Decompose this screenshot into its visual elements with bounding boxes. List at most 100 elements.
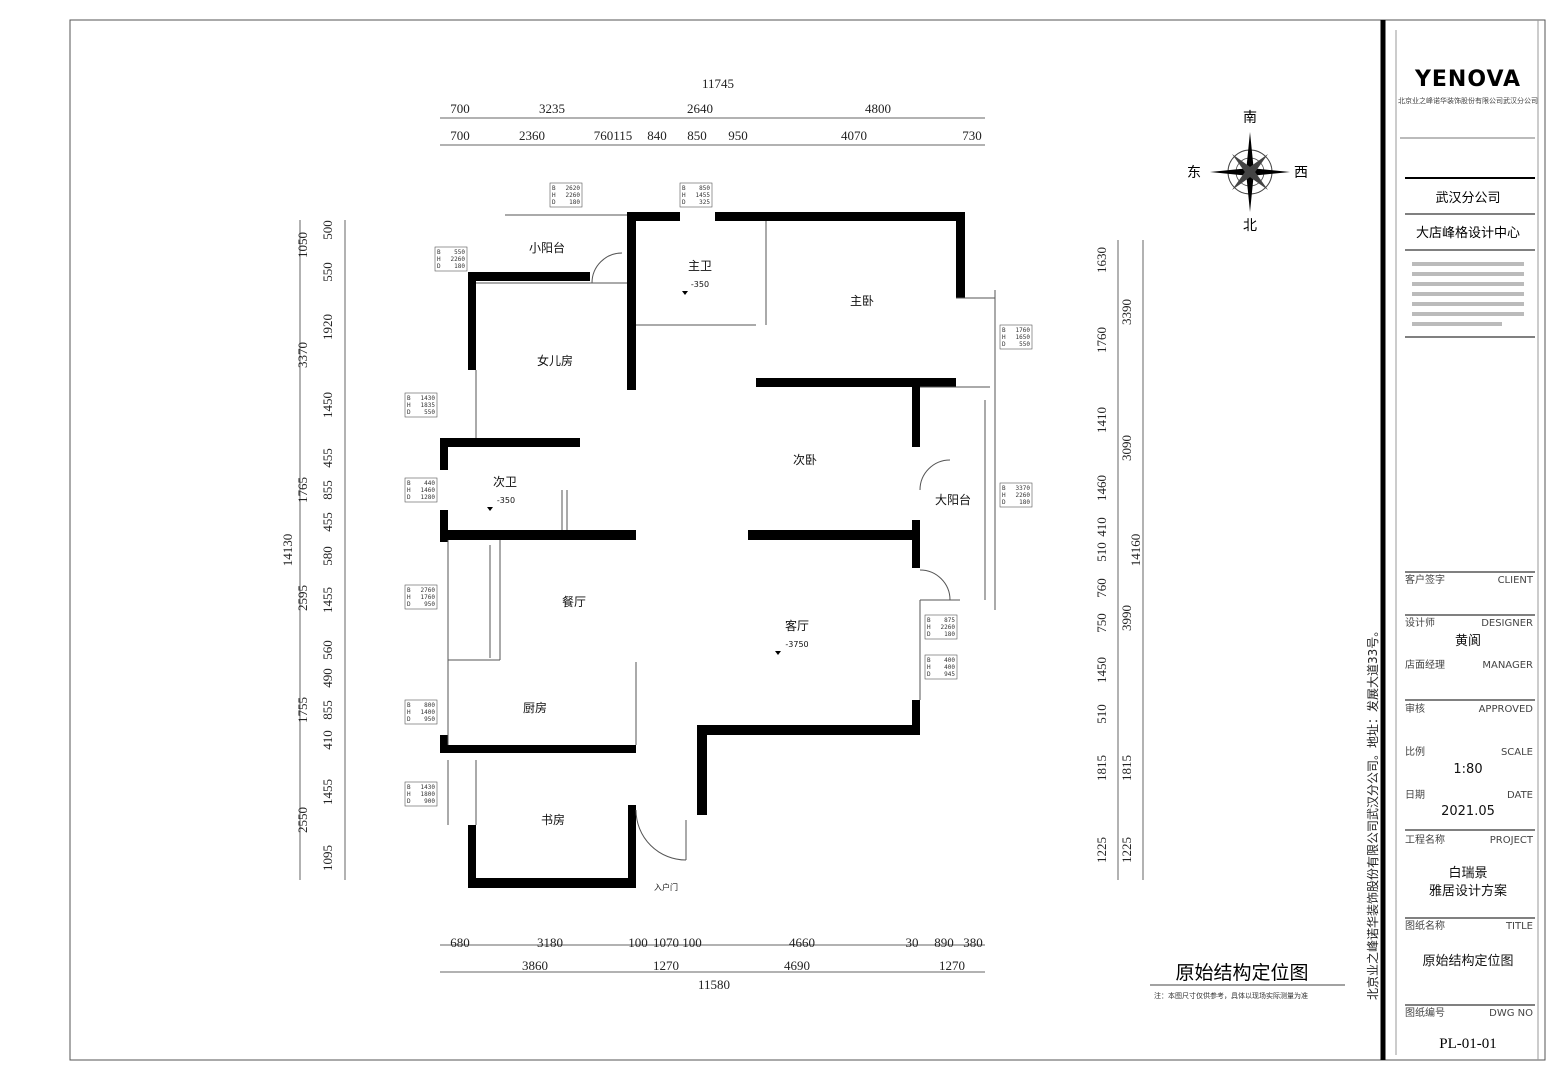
dim-right-total: 14160 [1128,534,1143,567]
svg-text:1460: 1460 [421,487,436,494]
room-living: 客厅 [785,618,809,633]
walls [440,212,965,888]
room-second-bedroom: 次卧 [793,453,817,467]
svg-text:400: 400 [944,664,955,671]
svg-text:2360: 2360 [519,128,545,143]
sheet-title: 原始结构定位图 [1422,954,1513,969]
svg-text:CLIENT: CLIENT [1498,575,1534,586]
svg-text:D: D [1002,499,1006,506]
svg-text:1755: 1755 [295,697,310,723]
svg-text:490: 490 [320,668,335,688]
design-center: 大店峰格设计中心 [1416,225,1520,241]
svg-text:3090: 3090 [1119,435,1134,461]
svg-text:1760: 1760 [1016,327,1031,334]
svg-text:B: B [1002,327,1006,334]
svg-text:1095: 1095 [320,845,335,871]
dims-bottom-row2: 3860 1270 4690 1270 [522,958,965,973]
compass-south: 南 [1243,110,1257,126]
svg-text:H: H [682,192,686,199]
svg-text:设计师: 设计师 [1405,616,1435,629]
svg-text:1460: 1460 [1094,475,1109,501]
svg-text:400: 400 [944,657,955,664]
svg-text:B: B [407,395,411,402]
dimension-lines [299,117,1144,973]
svg-text:180: 180 [454,263,465,270]
svg-text:审核: 审核 [1405,702,1425,715]
drawing-note: 注：本图尺寸仅供参考，具体以现场实际测量为准 [1154,991,1308,1000]
svg-text:1450: 1450 [320,392,335,418]
svg-text:1455: 1455 [696,192,711,199]
scale-value: 1:80 [1453,762,1482,777]
svg-text:D: D [927,631,931,638]
svg-text:950: 950 [424,601,435,608]
svg-text:510: 510 [1094,542,1109,562]
svg-text:3370: 3370 [1016,485,1031,492]
svg-text:4660: 4660 [789,935,815,950]
svg-text:1270: 1270 [653,958,679,973]
svg-text:855: 855 [320,480,335,500]
svg-text:560: 560 [320,640,335,660]
svg-text:180: 180 [944,631,955,638]
svg-text:580: 580 [320,546,335,566]
svg-text:H: H [407,594,411,601]
svg-text:D: D [407,798,411,805]
svg-text:比例: 比例 [1405,745,1425,758]
svg-text:PROJECT: PROJECT [1490,835,1534,846]
svg-text:H: H [407,709,411,716]
svg-text:D: D [437,263,441,270]
svg-text:1450: 1450 [1094,657,1109,683]
project-name-1: 白瑞景 [1448,865,1487,881]
svg-text:B: B [927,617,931,624]
svg-text:H: H [407,487,411,494]
thin-lines [447,214,996,861]
svg-text:B: B [407,587,411,594]
svg-text:D: D [407,601,411,608]
room-labels: 小阳台 主卫 -350 主卧 女儿房 次卫 -350 次卧 大阳台 餐厅 客厅 … [493,240,971,892]
svg-text:100: 100 [628,935,648,950]
compass-icon [1210,132,1290,212]
svg-text:D: D [1002,341,1006,348]
svg-text:1430: 1430 [421,784,436,791]
svg-text:730: 730 [962,128,982,143]
svg-text:700: 700 [450,128,470,143]
room-second-bath: 次卫 [493,475,517,489]
svg-text:550: 550 [1019,341,1030,348]
compass-north: 北 [1243,218,1257,234]
svg-text:180: 180 [569,199,580,206]
svg-text:图纸编号: 图纸编号 [1405,1006,1445,1019]
svg-text:410: 410 [1094,517,1109,537]
svg-text:380: 380 [963,935,983,950]
svg-text:1400: 1400 [421,709,436,716]
room-daughter: 女儿房 [537,353,573,368]
svg-text:875: 875 [944,617,955,624]
drawing-title: 原始结构定位图 [1175,962,1308,984]
svg-text:760: 760 [1094,578,1109,598]
svg-text:H: H [437,256,441,263]
level-markers [487,291,781,655]
svg-text:2550: 2550 [295,807,310,833]
svg-text:1070: 1070 [653,935,679,950]
svg-text:H: H [407,402,411,409]
svg-text:H: H [407,791,411,798]
svg-text:1455: 1455 [320,779,335,805]
svg-text:DESIGNER: DESIGNER [1481,618,1533,629]
svg-text:4800: 4800 [865,101,891,116]
svg-text:DATE: DATE [1507,790,1533,801]
title-block: YENOVA 北京业之峰诺华装饰股份有限公司武汉分公司 武汉分公司 大店峰格设计… [1398,67,1538,1052]
svg-text:2260: 2260 [451,256,466,263]
entrance-door-label: 入户门 [654,882,678,892]
svg-text:图纸名称: 图纸名称 [1405,919,1445,932]
svg-text:800: 800 [424,702,435,709]
svg-text:890: 890 [934,935,954,950]
svg-text:2595: 2595 [295,585,310,611]
svg-text:1800: 1800 [421,791,436,798]
dims-bottom-row1: 680 3180 100 1070 100 4660 30 890 380 [450,935,983,950]
compass-east: 东 [1187,165,1201,181]
svg-text:H: H [927,664,931,671]
